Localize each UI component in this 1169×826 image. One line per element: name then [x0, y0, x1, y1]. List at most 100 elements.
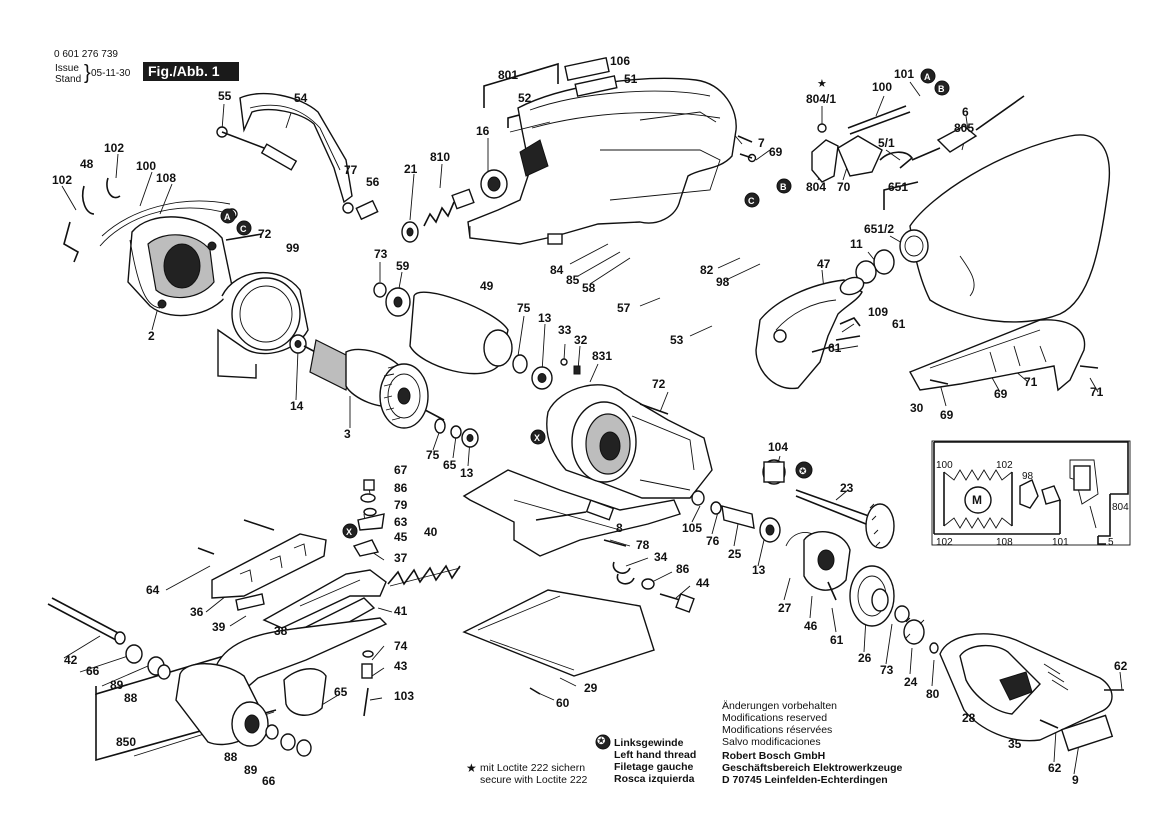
callout: 63 — [394, 515, 408, 529]
callout: 99 — [286, 241, 300, 255]
callout: 49 — [480, 279, 494, 293]
callout: 28 — [962, 711, 976, 725]
callout: 78 — [636, 538, 650, 552]
callout: 84 — [550, 263, 564, 277]
callout: 86 — [394, 481, 408, 495]
part-number: 0 601 276 739 — [54, 49, 118, 60]
schematic-label: 108 — [996, 537, 1013, 548]
callout: 61 — [892, 317, 906, 331]
callout: 57 — [617, 301, 631, 315]
callout: 48 — [80, 157, 94, 171]
callout: 850 — [116, 735, 137, 749]
bag-rings — [855, 249, 895, 284]
motor-field — [127, 216, 233, 317]
callout: 74 — [394, 639, 408, 653]
star-markers — [595, 461, 813, 750]
callout: 105 — [682, 521, 703, 535]
wiring-schematic — [931, 440, 1131, 546]
switch-assembly — [401, 169, 508, 243]
callout: 75 — [517, 301, 531, 315]
callout: 62 — [1048, 761, 1062, 775]
callout: 101 — [894, 67, 915, 81]
callout: 37 — [394, 551, 408, 565]
tension-lever — [262, 569, 387, 629]
callout: 3 — [344, 427, 351, 441]
callout: 5/1 — [878, 136, 895, 150]
callout: 40 — [424, 525, 438, 539]
callout: 67 — [394, 463, 408, 477]
small-rings — [434, 418, 479, 448]
callout: 42 — [64, 653, 78, 667]
notice-line2: Modifications reserved — [722, 712, 828, 724]
schematic-label: 101 — [1052, 537, 1069, 548]
callout: 801 — [498, 68, 519, 82]
tension-spring — [387, 564, 461, 587]
tube-screws — [811, 317, 861, 353]
callout: 35 — [1008, 737, 1022, 751]
callout: 106 — [610, 54, 631, 68]
callout: 13 — [538, 311, 552, 325]
callout: 34 — [654, 550, 668, 564]
dust-extractor — [755, 276, 865, 390]
legend-left-thread-fr: Filetage gauche — [614, 761, 694, 773]
callout: 43 — [394, 659, 408, 673]
notice-line4: Salvo modificaciones — [722, 736, 821, 748]
callout: 98 — [716, 275, 730, 289]
left-thread-icon: ✪ — [597, 736, 606, 747]
callout: 73 — [880, 663, 894, 677]
callout: 89 — [110, 678, 124, 692]
marker-c: C — [748, 196, 755, 206]
fan-shroud — [217, 271, 309, 379]
callout: 9 — [1072, 773, 1079, 787]
pin-parts — [361, 650, 374, 717]
adjust-screw — [603, 539, 695, 613]
callout: 44 — [696, 576, 710, 590]
callout: 831 — [592, 349, 613, 363]
callout: 11 — [850, 237, 863, 251]
marker-badges — [220, 68, 950, 539]
marker-c: C — [240, 224, 247, 234]
callout: 46 — [804, 619, 818, 633]
housing — [467, 77, 737, 245]
legend-left-thread-en: Left hand thread — [614, 749, 697, 761]
callout: 13 — [460, 466, 474, 480]
pulley-parts — [894, 605, 939, 654]
motor-symbol-label: M — [972, 493, 982, 507]
callout: 77 — [344, 163, 358, 177]
callout: 109 — [868, 305, 889, 319]
housing-labels — [509, 56, 618, 133]
brace: } — [84, 62, 91, 84]
callout: 62 — [1114, 659, 1128, 673]
callout: 72 — [258, 227, 272, 241]
schematic-label: 100 — [936, 460, 953, 471]
schematic-label: 102 — [936, 537, 953, 548]
callout: 89 — [244, 763, 258, 777]
callout: 73 — [374, 247, 388, 261]
callout: 71 — [1090, 385, 1104, 399]
bearing-14 — [289, 334, 307, 354]
schematic-label: 5 — [1108, 537, 1114, 548]
issue-label: Issue — [55, 63, 79, 74]
callout: 26 — [858, 651, 872, 665]
platen — [462, 589, 655, 695]
star-glyph: ★ — [817, 78, 827, 90]
callout: 23 — [840, 481, 854, 495]
marker-a: A — [924, 72, 931, 82]
drive-roller-parts — [373, 282, 581, 390]
callout: 53 — [670, 333, 684, 347]
notice-line3: Modifications réservées — [722, 724, 833, 736]
callout: 70 — [837, 180, 851, 194]
callout: 86 — [676, 562, 690, 576]
callout: 16 — [476, 124, 490, 138]
callout: 64 — [146, 583, 160, 597]
frame-parts — [197, 519, 327, 611]
callout: 8 — [616, 521, 623, 535]
side-cover — [909, 319, 1099, 392]
studs — [352, 479, 385, 557]
callout: 55 — [218, 89, 232, 103]
callout: 41 — [394, 604, 408, 618]
marker-a: A — [224, 212, 231, 222]
callout: 6 — [962, 105, 969, 119]
callout: 65 — [334, 685, 348, 699]
schematic-label: 102 — [996, 460, 1013, 471]
